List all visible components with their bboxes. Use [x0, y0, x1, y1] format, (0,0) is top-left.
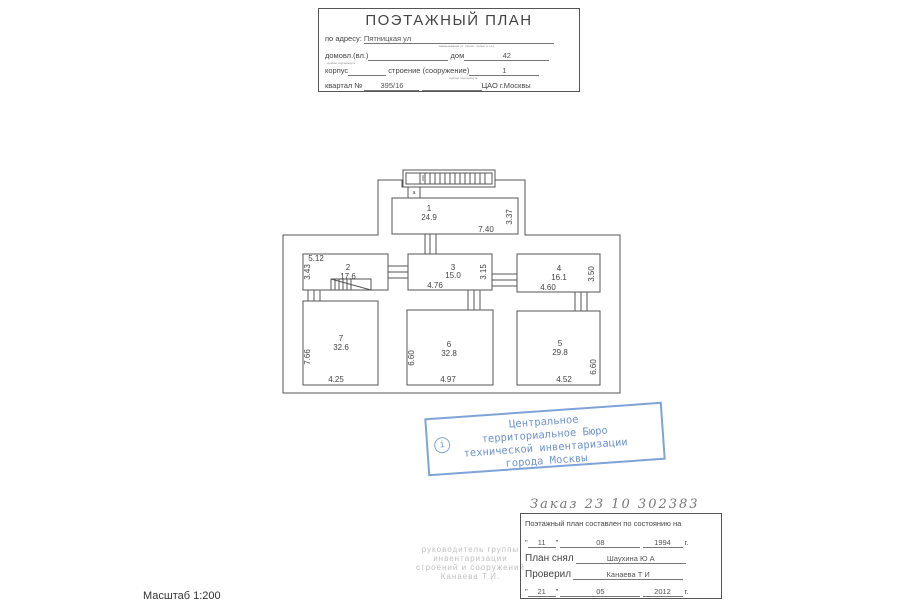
drew-label: План снял [525, 553, 574, 564]
room-1-height: 3.37 [505, 209, 514, 225]
room-4 [516, 253, 601, 293]
room-4-num: 4 [557, 264, 562, 273]
kvartal-value: 395/16 [364, 81, 420, 91]
stroenie-label: строение (сооружение) [388, 66, 470, 75]
date2-year: 2012 [642, 587, 683, 597]
room-5 [516, 310, 601, 386]
checked-name: Канаева Т И [573, 570, 684, 580]
room-2-num: 2 [346, 263, 351, 272]
district: ЦАО г.Москвы [481, 81, 531, 90]
year-suffix: г. [684, 538, 689, 547]
korpus-label: корпус [325, 66, 349, 75]
room-5-num: 5 [558, 339, 563, 348]
domovl-hint: нужное подчеркнуть [327, 61, 356, 65]
faded-stamp: руководитель группы инвентаризации строе… [416, 545, 525, 581]
scale-label: Масштаб 1:200 [143, 590, 221, 602]
room-3-area: 15.0 [445, 271, 461, 280]
room-5-height: 6.60 [589, 359, 598, 375]
room-6 [406, 309, 494, 386]
stroenie-hint: нужное подчеркнуть [449, 76, 478, 80]
stroenie-value: 1 [469, 66, 540, 76]
room-2-stair [330, 278, 372, 291]
room-5-area: 29.8 [552, 348, 568, 357]
room-2-area: 17.6 [340, 272, 356, 281]
doorways [307, 234, 588, 311]
room-7-width: 4.25 [328, 375, 344, 384]
stair-sub: a [413, 190, 416, 196]
room-6-area: 32.8 [441, 349, 457, 358]
room-7 [302, 300, 379, 386]
plan-header-box: ПОЭТАЖНЫЙ ПЛАН по адресу: Пятницкая ул н… [318, 8, 580, 92]
faded-line: руководитель группы [421, 545, 520, 554]
room-3-width: 4.76 [427, 281, 443, 290]
year-suffix: г. [684, 587, 689, 596]
room-1-width: 7.40 [478, 225, 494, 234]
room-1 [391, 197, 519, 235]
room-7-height: 7.66 [303, 349, 312, 365]
date1-month: 08 [560, 538, 641, 548]
faded-line: строений и сооружений [416, 563, 525, 572]
address-hint: наименование ул. (просп., бульв. и т.д.) [439, 44, 495, 48]
address-label: по адресу: [325, 34, 362, 43]
room-2-height: 3.43 [303, 264, 312, 280]
order-note: Заказ 23 10 302383 [530, 497, 700, 512]
faded-line: Канаева Т.И. [440, 572, 501, 581]
date1-day: 11 [527, 538, 556, 548]
building-outline [282, 179, 621, 394]
room-3-height: 3.15 [479, 264, 488, 280]
room-2-width: 5.12 [308, 254, 324, 263]
staircase [402, 169, 496, 188]
address-value: Пятницкая ул [363, 34, 554, 44]
room-1-num: 1 [427, 204, 432, 213]
checked-label: Проверил [525, 569, 572, 580]
room-3-num: 3 [451, 263, 456, 272]
kvartal-label: квартал № [325, 81, 363, 90]
stair-label: I [422, 174, 424, 183]
dom-value: 42 [464, 51, 550, 61]
room-4-height: 3.50 [587, 266, 596, 282]
room-4-width: 4.60 [540, 283, 556, 292]
room-6-num: 6 [447, 340, 452, 349]
signature-title: Поэтажный план составлен по состоянию на [525, 519, 682, 528]
room-7-num: 7 [339, 334, 344, 343]
date2-day: 21 [527, 587, 556, 597]
date1-year: 1994 [642, 538, 683, 548]
faded-line: инвентаризации [433, 554, 508, 563]
room-7-area: 32.6 [333, 343, 349, 352]
room-1-area: 24.9 [421, 213, 437, 222]
plan-title: ПОЭТАЖНЫЙ ПЛАН [365, 12, 533, 29]
room-4-area: 16.1 [551, 273, 567, 282]
drew-name: Шаухина Ю А [575, 554, 686, 564]
room-6-height: 6.60 [407, 350, 416, 366]
room-5-width: 4.52 [556, 375, 572, 384]
date2-month: 05 [560, 587, 641, 597]
dom-label: дом [450, 51, 465, 60]
signature-block: Поэтажный план составлен по состоянию на… [520, 513, 722, 599]
room-6-width: 4.97 [440, 375, 456, 384]
domovl-label: домовл.(вл.) [325, 51, 369, 60]
